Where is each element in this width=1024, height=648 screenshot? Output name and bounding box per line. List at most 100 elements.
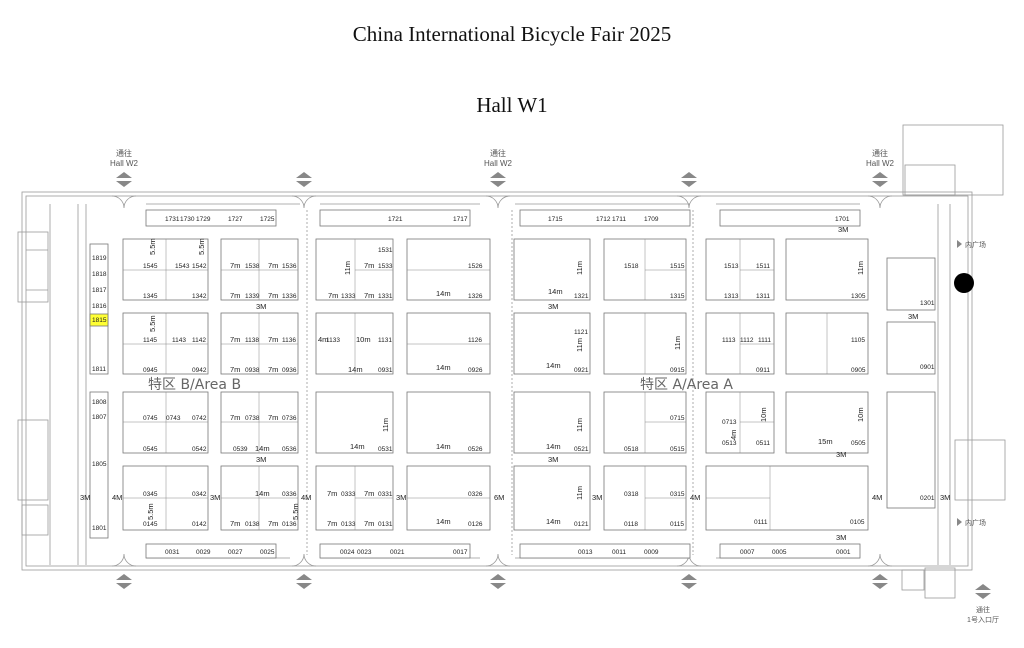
booth-1801[interactable]: 1801 xyxy=(92,525,107,532)
booth-1301[interactable]: 1301 xyxy=(920,300,935,307)
top-wall-booths: 1731 1730 1729 1727 1725 1721 1717 1715 … xyxy=(145,209,861,227)
svg-text:1313: 1313 xyxy=(724,293,739,300)
svg-text:11m: 11m xyxy=(575,418,584,432)
booth-1715[interactable]: 1715 xyxy=(548,216,563,223)
svg-text:0331: 0331 xyxy=(378,491,393,498)
left-column-booths: 1819 1818 1817 1816 1815 1811 1808 1807 … xyxy=(89,243,109,539)
booth-0007[interactable]: 0007 xyxy=(740,549,755,556)
gate-label-left-line2: Hall W2 xyxy=(110,159,139,168)
booth-1711[interactable]: 1711 xyxy=(612,216,626,223)
booth-1727[interactable]: 1727 xyxy=(228,216,243,223)
svg-text:5.5m: 5.5m xyxy=(148,238,157,255)
plaza-label-top: 内广场 xyxy=(965,240,986,249)
booth-0023[interactable]: 0023 xyxy=(357,549,372,556)
hall-title: Hall W1 xyxy=(476,93,548,117)
svg-text:0931: 0931 xyxy=(378,367,393,374)
row4-booth-labels: 0345 0342 0145 0142 0336 0138 0136 0333 … xyxy=(143,491,865,528)
svg-text:4m: 4m xyxy=(318,335,328,344)
svg-text:14m: 14m xyxy=(255,444,270,453)
svg-text:4M: 4M xyxy=(690,493,700,502)
booth-0024[interactable]: 0024 xyxy=(340,549,355,556)
booth-0009[interactable]: 0009 xyxy=(644,549,659,556)
svg-text:0518: 0518 xyxy=(624,446,639,453)
booth-0001[interactable]: 0001 xyxy=(836,549,851,556)
gate-label-center-line2: Hall W2 xyxy=(484,159,513,168)
svg-text:0911: 0911 xyxy=(756,367,770,374)
svg-text:11m: 11m xyxy=(856,261,865,275)
svg-text:1142: 1142 xyxy=(192,337,206,344)
booth-0021[interactable]: 0021 xyxy=(390,549,405,556)
svg-text:5.5m: 5.5m xyxy=(146,503,155,520)
svg-text:11m: 11m xyxy=(343,261,352,275)
svg-text:0531: 0531 xyxy=(378,446,393,453)
svg-text:0145: 0145 xyxy=(143,521,158,528)
svg-text:0745: 0745 xyxy=(143,415,158,422)
booth-1805[interactable]: 1805 xyxy=(92,461,107,468)
svg-text:1513: 1513 xyxy=(724,263,739,270)
exit-label-line1: 通往 xyxy=(976,605,990,614)
svg-text:14m: 14m xyxy=(546,517,561,526)
svg-text:0921: 0921 xyxy=(574,367,589,374)
row3-booth-labels: 0745 0743 0742 0545 0542 0738 0736 0539 … xyxy=(143,415,866,453)
booth-1818[interactable]: 1818 xyxy=(92,271,107,278)
booth-1811[interactable]: 1811 xyxy=(92,366,106,373)
plaza-label-bottom: 内广场 xyxy=(965,518,986,527)
svg-text:1536: 1536 xyxy=(282,263,297,270)
booth-1709[interactable]: 1709 xyxy=(644,216,659,223)
svg-text:14m: 14m xyxy=(436,363,451,372)
booth-1731[interactable]: 1731 xyxy=(165,216,180,223)
svg-text:11m: 11m xyxy=(575,486,584,500)
booth-0027[interactable]: 0027 xyxy=(228,549,243,556)
booth-1807[interactable]: 1807 xyxy=(92,414,107,421)
booth-1730[interactable]: 1730 xyxy=(180,216,195,223)
svg-text:0511: 0511 xyxy=(756,440,770,447)
booth-0901[interactable]: 0901 xyxy=(920,364,935,371)
booth-1816[interactable]: 1816 xyxy=(92,303,107,310)
svg-text:3M: 3M xyxy=(256,302,266,311)
svg-text:1133: 1133 xyxy=(326,337,340,344)
booth-1817[interactable]: 1817 xyxy=(92,287,107,294)
svg-text:1345: 1345 xyxy=(143,293,158,300)
booth-0013[interactable]: 0013 xyxy=(578,549,593,556)
booth-0031[interactable]: 0031 xyxy=(165,549,180,556)
svg-text:0333: 0333 xyxy=(341,491,356,498)
booth-0017[interactable]: 0017 xyxy=(453,549,468,556)
svg-text:11m: 11m xyxy=(673,336,682,350)
svg-text:10m: 10m xyxy=(759,407,768,422)
booth-1808[interactable]: 1808 xyxy=(92,399,107,406)
svg-text:0515: 0515 xyxy=(670,446,685,453)
svg-text:0345: 0345 xyxy=(143,491,158,498)
svg-text:3M: 3M xyxy=(548,455,558,464)
booth-0025[interactable]: 0025 xyxy=(260,549,275,556)
booth-0011[interactable]: 0011 xyxy=(612,549,626,556)
booth-0201[interactable]: 0201 xyxy=(920,495,935,502)
booth-1725[interactable]: 1725 xyxy=(260,216,275,223)
gate-label-right-line2: Hall W2 xyxy=(866,159,895,168)
svg-text:1518: 1518 xyxy=(624,263,639,270)
booth-1717[interactable]: 1717 xyxy=(453,216,468,223)
dimension-labels: 5.5m 5.5m 7m 7m 7m 7m 11m 7m 7m 7m 14m 1… xyxy=(146,238,865,528)
booth-1701[interactable]: 1701 xyxy=(835,216,850,223)
booth-1721[interactable]: 1721 xyxy=(388,216,403,223)
booth-1712[interactable]: 1712 xyxy=(596,216,611,223)
svg-text:7m: 7m xyxy=(230,519,240,528)
svg-text:0738: 0738 xyxy=(245,415,260,422)
svg-text:3M: 3M xyxy=(836,533,846,542)
svg-text:1136: 1136 xyxy=(282,337,296,344)
booth-0005[interactable]: 0005 xyxy=(772,549,787,556)
svg-text:7m: 7m xyxy=(364,261,374,270)
svg-text:7m: 7m xyxy=(268,413,278,422)
svg-text:0521: 0521 xyxy=(574,446,589,453)
svg-text:0926: 0926 xyxy=(468,367,483,374)
svg-text:0136: 0136 xyxy=(282,521,297,528)
booth-1815[interactable]: 1815 xyxy=(92,317,107,324)
booth-0029[interactable]: 0029 xyxy=(196,549,211,556)
exit-label-line2: 1号入口厅 xyxy=(967,616,999,624)
svg-text:1543: 1543 xyxy=(175,263,190,270)
booth-1819[interactable]: 1819 xyxy=(92,255,107,262)
svg-text:0513: 0513 xyxy=(722,440,737,447)
booth-1729[interactable]: 1729 xyxy=(196,216,211,223)
svg-text:10m: 10m xyxy=(356,335,371,344)
svg-text:1131: 1131 xyxy=(378,337,392,344)
